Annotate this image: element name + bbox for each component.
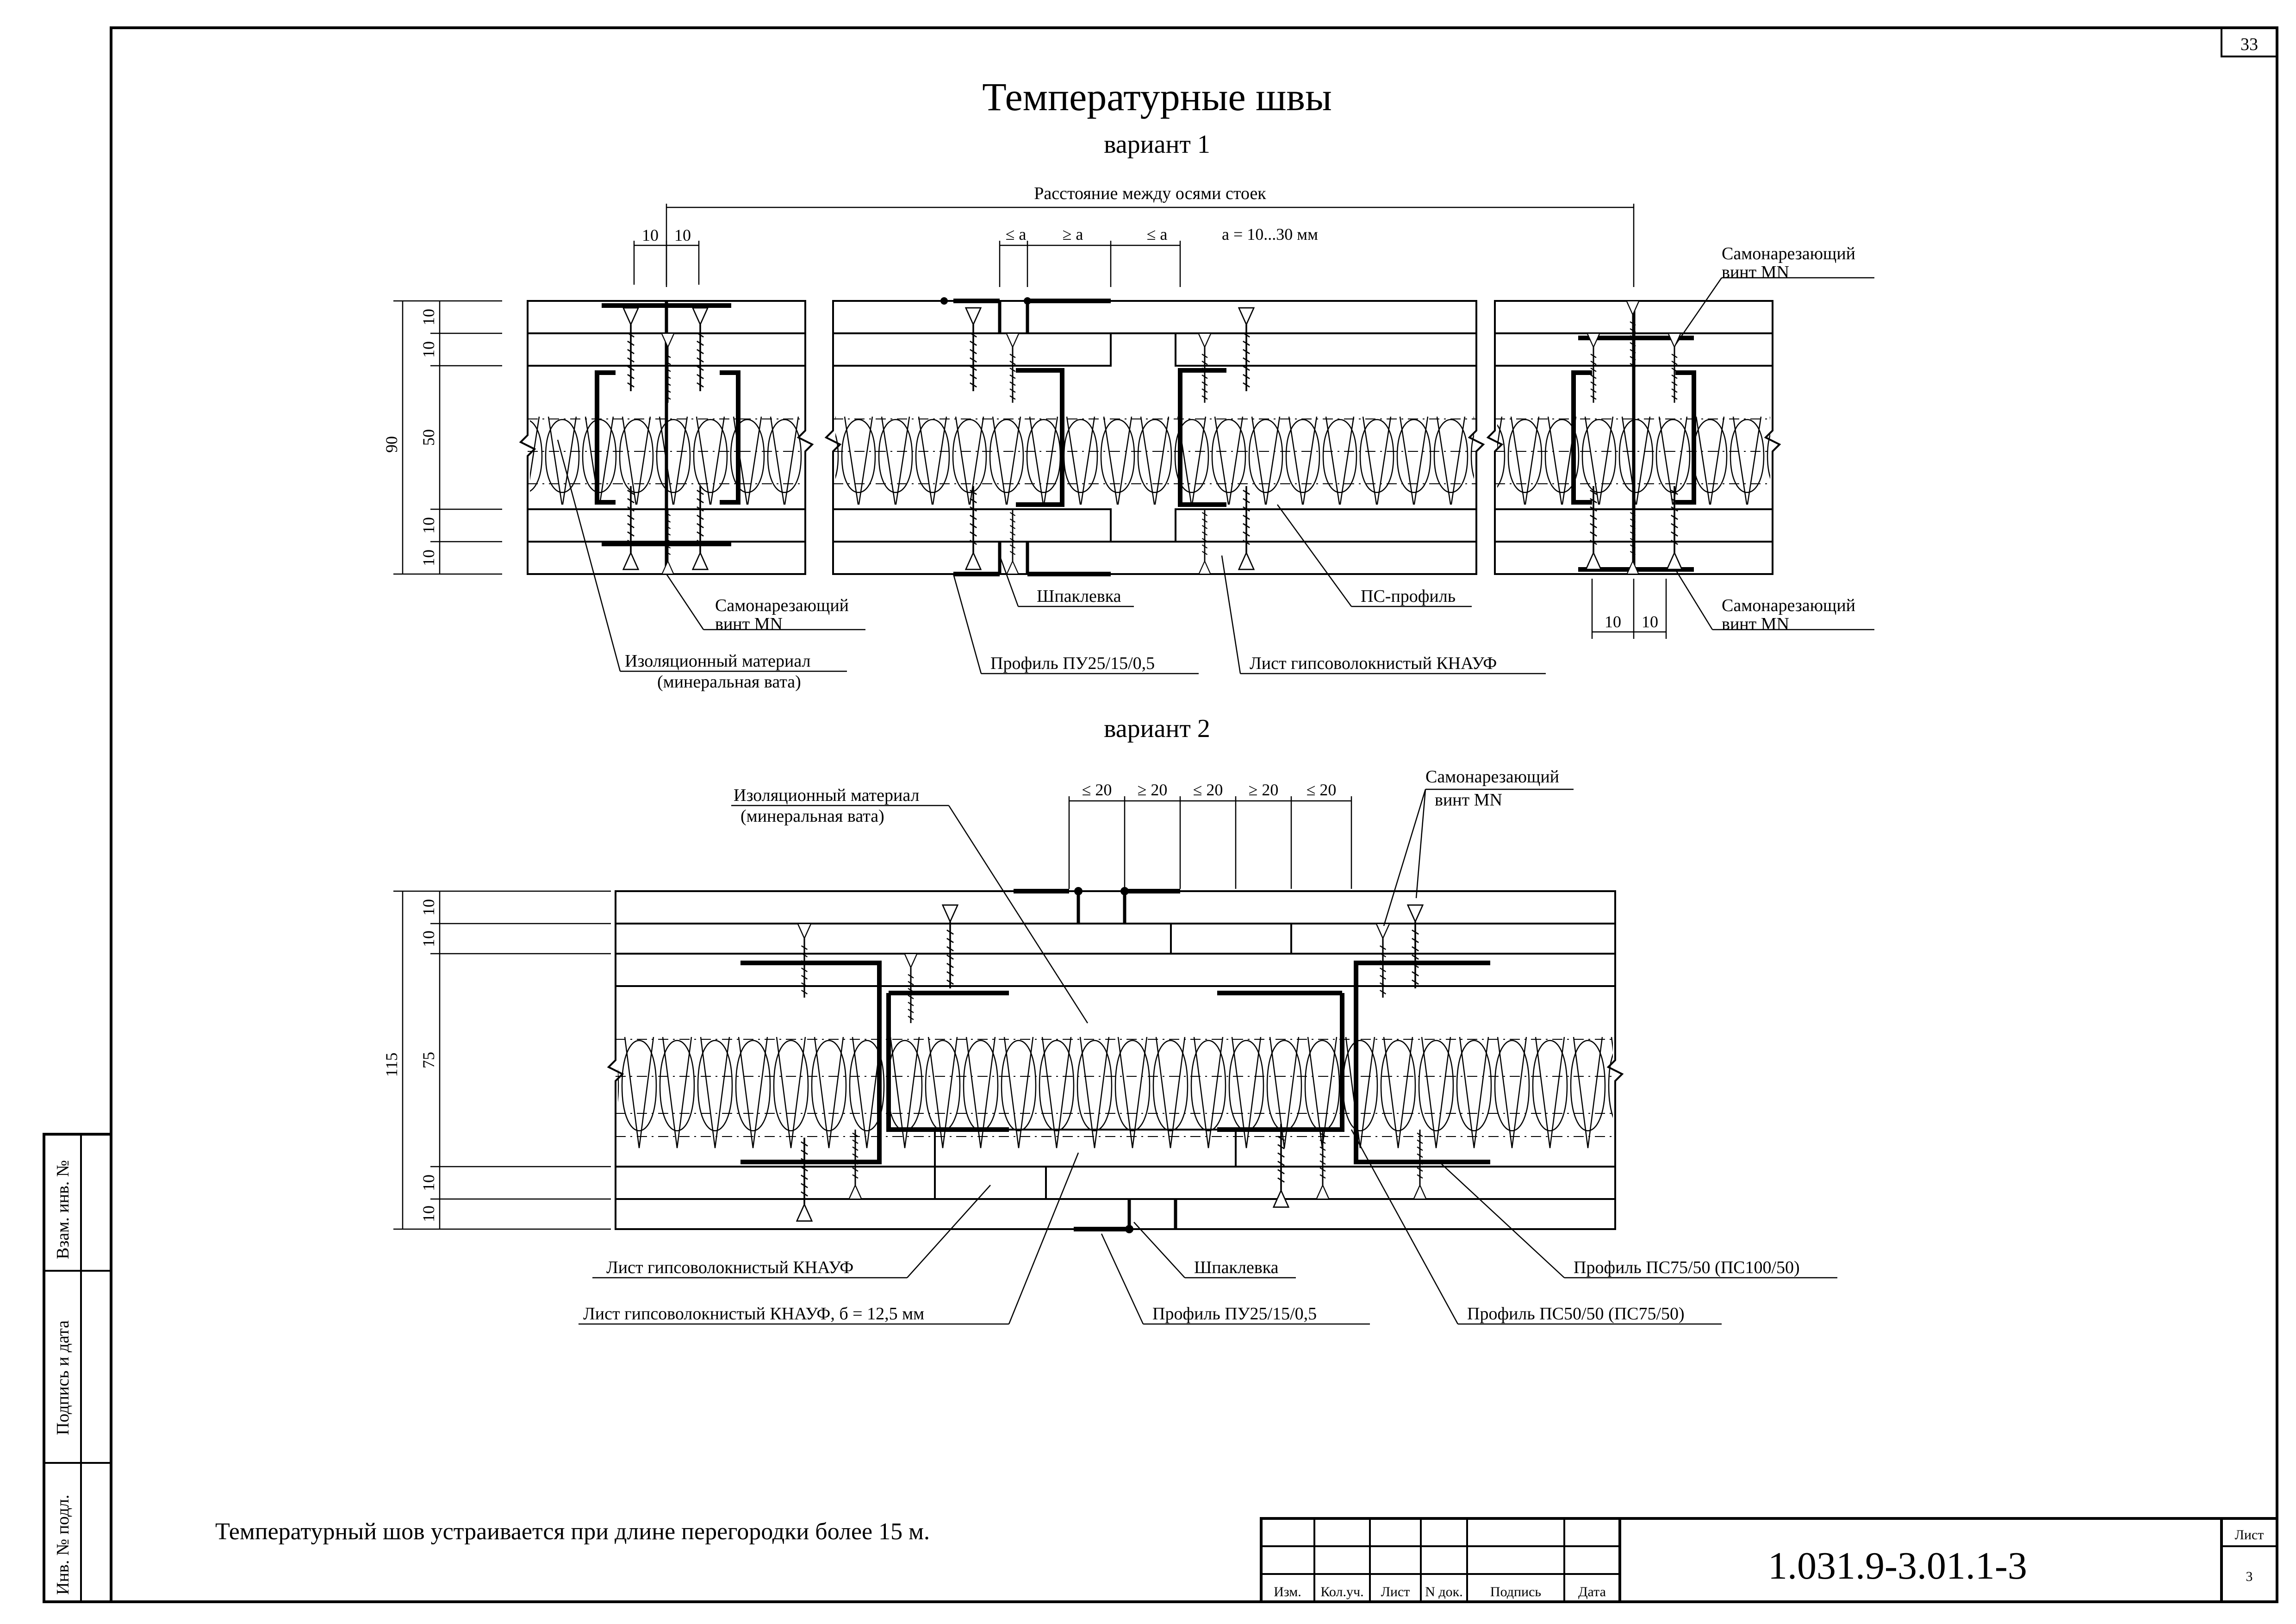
v1-panel-left [519,300,814,575]
v1-label-screw-br-2: винт MN [1722,614,1789,634]
v2-label-profile-ps75: Профиль ПС75/50 (ПС100/50) [1574,1258,1800,1277]
v2-dim-le20-3: ≤ 20 [1307,781,1337,799]
tb-data: Дата [1578,1584,1606,1599]
v1-label-screw-bl-2: винт MN [715,614,783,634]
v1-label-screw-br-1: Самонарезающий [1722,596,1855,615]
v1-label-insul-1: Изоляционный материал [625,651,811,671]
v1-label-screw-bl-1: Самонарезающий [715,596,849,615]
v2-vert-10d: 10 [419,1206,438,1222]
v2-label-gvl-12: Лист гипсоволокнистый КНАУФ, б = 12,5 мм [583,1304,924,1324]
v1-label-insul-2: (минеральная вата) [657,672,801,692]
title-block: Изм. Кол.уч. Лист N док. Подпись Дата 1.… [1260,1517,2278,1603]
v2-label-putty: Шпаклевка [1194,1258,1279,1277]
v1-vert-10a: 10 [419,309,438,325]
side-vzam-label: Взам. инв. № [53,1160,73,1259]
tb-ndok: N док. [1425,1584,1463,1599]
v2-vert-total: 115 [382,1053,401,1077]
v1-dim-10b: 10 [674,226,691,244]
v2-label-gvl: Лист гипсоволокнистый КНАУФ [606,1258,853,1277]
v2-label-insul-1: Изоляционный материал [734,786,920,805]
v1-label-gvl: Лист гипсоволокнистый КНАУФ [1250,654,1497,673]
variant2-diagram: ≤ 20 ≥ 20 ≤ 20 ≥ 20 ≤ 20 115 75 10 10 10… [382,767,1837,1325]
v1-panel-right: 10 10 [1486,300,1781,639]
tb-code: 1.031.9-3.01.1-3 [1768,1544,2027,1587]
tb-kol: Кол.уч. [1320,1584,1363,1599]
side-stamp: Взам. инв. № Подпись и дата Инв. № подл. [43,1133,112,1603]
v1-panel-middle [824,297,1485,576]
v1-dim-10-br-a: 10 [1605,612,1621,631]
v1-vert-10d: 10 [419,550,438,566]
v2-vert-mid: 75 [419,1052,438,1068]
v1-label-screw-tr-1: Самонарезающий [1722,244,1855,263]
v2-vert-10a: 10 [419,899,438,916]
v1-dim-10a: 10 [642,226,659,244]
variant1-title: вариант 1 [1104,130,1210,159]
tb-sheet-label: Лист [2235,1527,2264,1543]
v1-label-profile-pu: Профиль ПУ25/15/0,5 [990,654,1155,673]
v1-label-ps-profile: ПС-профиль [1361,587,1456,606]
v2-label-insul-2: (минеральная вата) [740,806,884,826]
side-podpis-label: Подпись и дата [53,1320,73,1435]
v2-label-profile-ps50: Профиль ПС50/50 (ПС75/50) [1467,1304,1685,1324]
v2-dim-ge20-2: ≥ 20 [1249,781,1279,799]
v2-vert-10c: 10 [419,1174,438,1191]
v1-vert-10b: 10 [419,341,438,358]
v2-dim-le20-1: ≤ 20 [1082,781,1112,799]
side-inv-label: Инв. № подл. [53,1494,73,1595]
variant1-diagram: Расстояние между осями стоек 10 10 ≤ a ≥… [382,184,1874,692]
tb-podpis: Подпись [1490,1584,1541,1599]
tb-sheet-num: 3 [2246,1569,2253,1584]
v1-dim-a-le-1: ≤ a [1006,225,1027,244]
variant2-title: вариант 2 [1104,714,1210,743]
page-number-top: 33 [2240,35,2258,54]
v1-a-range: a = 10...30 мм [1222,225,1318,244]
v1-label-putty: Шпаклевка [1037,587,1121,606]
tb-list: Лист [1381,1584,1410,1599]
v2-dim-le20-2: ≤ 20 [1193,781,1223,799]
v1-vert-mid: 50 [419,429,438,446]
v2-label-screw-2: винт MN [1435,790,1502,810]
sheet-frame: 33 [110,26,2278,1603]
v2-vert-10b: 10 [419,931,438,947]
page-title: Температурные швы [982,75,1332,119]
v1-vert-10c: 10 [419,517,438,534]
v1-dim-10-br-b: 10 [1642,612,1658,631]
v1-label-screw-tr-2: винт MN [1722,262,1789,282]
v1-dim-a-le-2: ≤ a [1147,225,1168,244]
footnote: Температурный шов устраивается при длине… [215,1518,930,1545]
v2-label-profile-pu: Профиль ПУ25/15/0,5 [1152,1304,1317,1324]
v2-dim-ge20-1: ≥ 20 [1138,781,1168,799]
v1-vert-total: 90 [382,436,401,453]
v2-label-screw-1: Самонарезающий [1425,767,1559,787]
tb-izm: Изм. [1274,1584,1301,1599]
v1-axis-label: Расстояние между осями стоек [1034,184,1266,203]
v1-dim-a-ge: ≥ a [1063,225,1083,244]
